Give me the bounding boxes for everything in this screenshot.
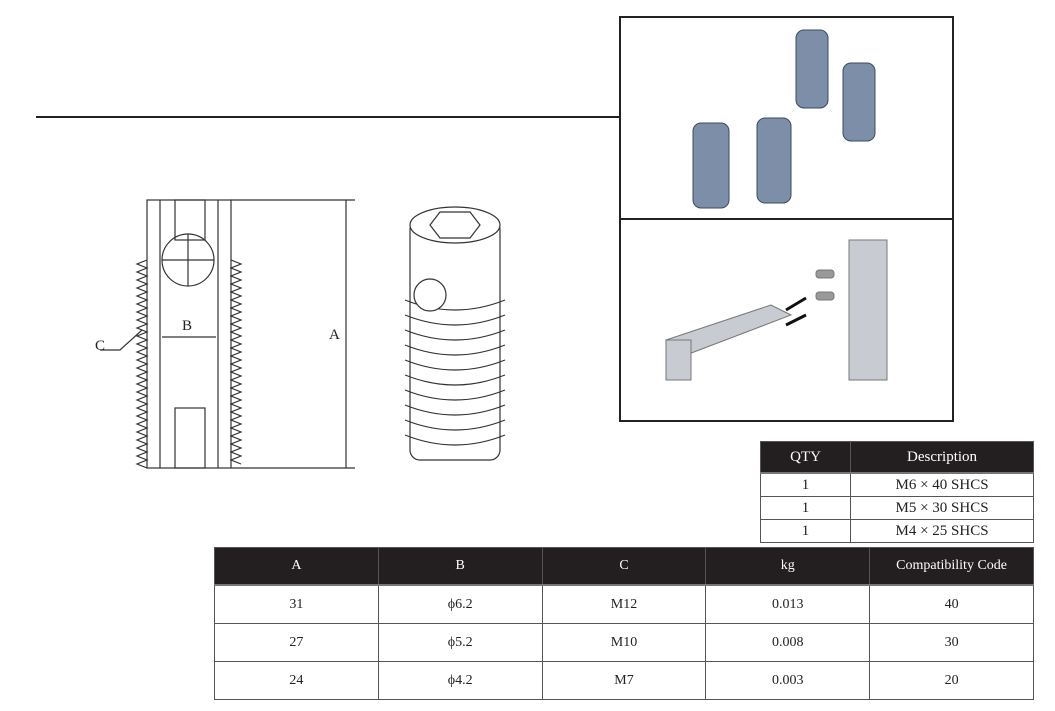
cell-c: M12 [541,584,707,624]
cell-a: 31 [214,584,379,624]
cell-c: M10 [541,623,707,662]
qty-cell: 1 [759,472,852,497]
product-photo-inserts [692,29,876,209]
cell-b: ϕ5.2 [377,623,543,662]
description-cell: M5 × 30 SHCS [850,496,1034,520]
product-photos-panel [619,16,954,422]
divider-line [36,116,620,118]
cell-a: 27 [214,623,379,662]
header-kg: kg [705,547,871,586]
header-b: B [377,547,543,586]
cross-section-drawing [100,199,355,469]
cell-b: ϕ6.2 [377,584,543,624]
header-c: C [541,547,707,586]
description-cell: M4 × 25 SHCS [850,519,1034,543]
product-photo-assembly [664,239,888,381]
header-a: A [214,547,379,586]
cell-a: 24 [214,661,379,700]
header-description: Description [850,441,1034,474]
dimension-label-a: A [329,327,340,343]
cell-code: 40 [869,584,1034,624]
qty-cell: 1 [759,519,852,543]
table-header-row: QTY Description [759,441,1034,474]
cell-kg: 0.013 [705,584,871,624]
cell-c: M7 [541,661,707,700]
header-compatibility-code: Compatibility Code [869,547,1034,586]
qty-cell: 1 [759,496,852,520]
cell-code: 30 [869,623,1034,662]
cell-kg: 0.003 [705,661,871,700]
table-header-row: A B C kg Compatibility Code [214,547,1034,586]
cell-code: 20 [869,661,1034,700]
dimension-label-b: B [182,318,193,334]
header-qty: QTY [759,441,852,474]
cell-kg: 0.008 [705,623,871,662]
panel-divider [621,218,952,220]
dimension-label-c: C [95,338,106,354]
cell-b: ϕ4.2 [377,661,543,700]
isometric-drawing [404,206,506,461]
description-cell: M6 × 40 SHCS [850,472,1034,497]
